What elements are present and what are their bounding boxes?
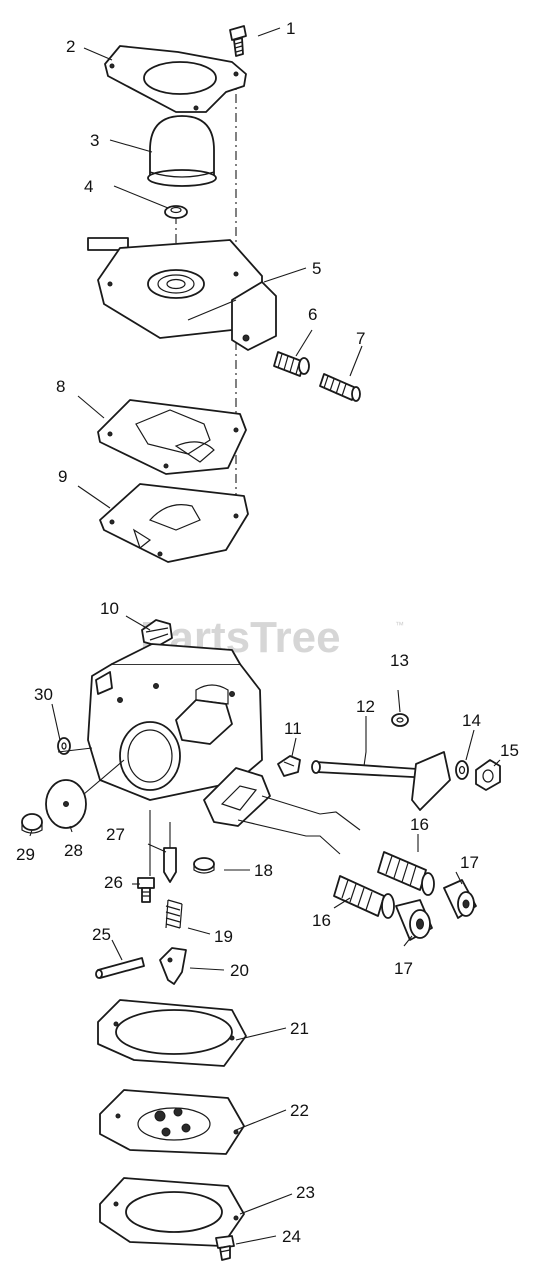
part-21-gasket [97,999,247,1067]
part-15-nut [475,759,501,791]
part-5-pump-cover [87,237,277,351]
part-28-screen [45,779,87,829]
callout-29: 29 [16,845,35,864]
callout-labels: 1 2 3 4 5 6 7 8 9 10 13 30 11 12 14 15 1… [16,19,519,1246]
callout-8: 8 [56,377,65,396]
part-18-plug [193,857,215,874]
part-6-spring [273,351,310,377]
part-14-washer [455,760,469,780]
callout-9: 9 [58,467,67,486]
callout-11: 11 [284,719,302,738]
part-29-cap [21,813,43,834]
part-2-cover-gasket [104,45,247,113]
part-19-spring [165,899,183,929]
callout-21: 21 [290,1019,309,1038]
part-24-screw [215,1235,235,1261]
callout-19: 19 [214,927,233,946]
part-20-lever [159,947,187,985]
carburetor-body [87,643,263,801]
leader-lines [29,27,501,1245]
callout-28: 28 [64,841,83,860]
callout-18: 18 [254,861,273,880]
callout-16-lower: 16 [312,911,331,930]
callout-4: 4 [84,177,93,196]
watermark-trademark: ™ [395,620,404,630]
callout-23: 23 [296,1183,315,1202]
part-13-washer [391,713,409,727]
part-7-needle [319,373,361,402]
callout-30: 30 [34,685,53,704]
part-25-pin [95,957,145,979]
callout-10: 10 [100,599,119,618]
callout-3: 3 [90,131,99,150]
part-1-screw [229,25,247,57]
callout-17-upper: 17 [460,853,479,872]
callout-1: 1 [286,19,295,38]
callout-26: 26 [104,873,123,892]
callout-15: 15 [500,741,519,760]
callout-12: 12 [356,697,375,716]
callout-6: 6 [308,305,317,324]
adjuster-housing [203,767,361,855]
part-23-cover [99,1177,245,1247]
part-9-diaphragm [99,483,249,563]
part-30-clip [57,737,71,755]
callout-25: 25 [92,925,111,944]
part-8-gasket [97,399,247,475]
callout-5: 5 [312,259,321,278]
part-16-needle-lower [333,875,395,919]
part-27-inlet-needle [149,810,177,883]
part-17-cap-lower [395,899,433,941]
callout-17-lower: 17 [394,959,413,978]
part-16-needle-upper [377,851,435,896]
callout-20: 20 [230,961,249,980]
callout-24: 24 [282,1227,301,1246]
part-26-screw [137,877,155,903]
callout-2: 2 [66,37,75,56]
part-17-cap-upper [443,879,477,919]
part-22-diaphragm [99,1089,245,1155]
part-4-valve [164,205,188,219]
callout-27: 27 [106,825,125,844]
part-3-primer-bulb [147,115,217,187]
callout-7: 7 [356,329,365,348]
callout-22: 22 [290,1101,309,1120]
part-10-nut [141,619,173,647]
callout-16-upper: 16 [410,815,429,834]
callout-14: 14 [462,711,481,730]
part-11-clip [277,755,301,777]
part-12-throttle-shaft [311,751,451,811]
callout-13: 13 [390,651,409,670]
